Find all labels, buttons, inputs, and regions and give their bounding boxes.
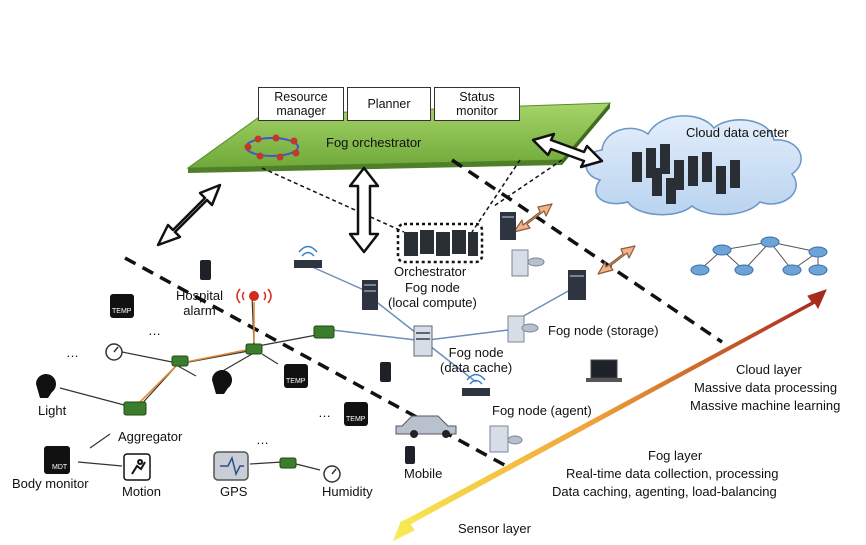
ellipsis-4: … [256, 432, 269, 447]
double-arrow-orchestrator-sensor [156, 183, 222, 247]
humidity-label: Humidity [322, 484, 373, 499]
aggregator-label: Aggregator [118, 429, 183, 444]
ellipsis-3: … [318, 405, 331, 420]
orchestrator-server-cluster-icon [396, 222, 484, 264]
orange-link-arrows [513, 203, 636, 275]
datacenter-server-racks-icon [632, 144, 740, 204]
fog-orchestrator-label: Fog orchestrator [326, 135, 422, 150]
fog-node-local-compute-label: Fog node (local compute) [388, 280, 477, 310]
light-sensor-icons [36, 369, 232, 398]
body-monitor-label: Body monitor [12, 476, 89, 491]
temperature-sensor-icons [110, 294, 368, 426]
fog-node-data-cache-label: Fog node (data cache) [440, 345, 513, 375]
status-monitor-label: Status monitor [456, 90, 498, 118]
fog-node-storage-label: Fog node (storage) [548, 323, 659, 338]
mdt-icon-text: MDT [52, 464, 68, 471]
layer-gradient-arrow [393, 289, 827, 542]
mobile-phone-icons [200, 260, 415, 464]
fog-layer-title: Fog layer [648, 448, 703, 463]
cloud-router-mesh-icon [690, 236, 828, 276]
resource-manager-box: Resource manager [258, 87, 344, 121]
light-label: Light [38, 403, 67, 418]
fog-node-storage-server-icon [500, 212, 586, 343]
gps-device-icon [213, 451, 249, 481]
fog-layer-line-2: Data caching, agenting, load-balancing [552, 484, 777, 499]
fog-node-local-compute-server-icon [362, 280, 378, 310]
temp-icon-text-3: TEMP [346, 416, 366, 423]
aggregator-board-icons [123, 325, 335, 469]
car-icon [395, 415, 457, 438]
cloud-layer-title: Cloud layer [736, 362, 802, 377]
fog-node-data-cache-server-icon [413, 325, 433, 357]
orchestrator-ring-icon [244, 134, 300, 161]
gauge-sensor-icons [105, 343, 341, 483]
fog-node-agent-label: Fog node (agent) [492, 403, 592, 418]
cloud-layer-line-2: Massive machine learning [690, 398, 841, 413]
motion-label: Motion [122, 484, 162, 499]
sensor-layer-label: Sensor layer [458, 521, 531, 536]
gps-label: GPS [220, 484, 248, 499]
orange-sensor-links [139, 302, 255, 403]
temp-icon-text-2: TEMP [286, 378, 306, 385]
ellipsis-1: … [148, 323, 161, 338]
storage-server-bottom-icon [489, 425, 523, 453]
fog-network-links [309, 265, 571, 383]
double-arrow-orchestrator-cloud [531, 132, 604, 169]
hospital-alarm-label: Hospital alarm [176, 288, 223, 318]
ellipsis-2: … [66, 345, 79, 360]
sensor-links [59, 295, 323, 471]
hospital-alarm-icon [236, 288, 272, 304]
orchestrator-label: Orchestrator [394, 264, 467, 279]
laptop-icon [586, 359, 622, 382]
motion-sensor-icon [123, 453, 151, 481]
resource-manager-label: Resource manager [274, 90, 328, 118]
cloud-layer-line-1: Massive data processing [694, 380, 838, 395]
cloud-data-center-label: Cloud data center [686, 125, 789, 140]
double-arrow-orchestrator-fog [348, 166, 380, 254]
temp-icon-text-1: TEMP [112, 308, 132, 315]
fog-layer-line-1: Real-time data collection, processing [566, 466, 779, 481]
planner-label: Planner [367, 97, 411, 111]
body-monitor-icon [44, 446, 70, 474]
mobile-label: Mobile [404, 466, 443, 481]
planner-box: Planner [347, 87, 431, 121]
status-monitor-box: Status monitor [434, 87, 520, 121]
router-icons [294, 245, 490, 396]
